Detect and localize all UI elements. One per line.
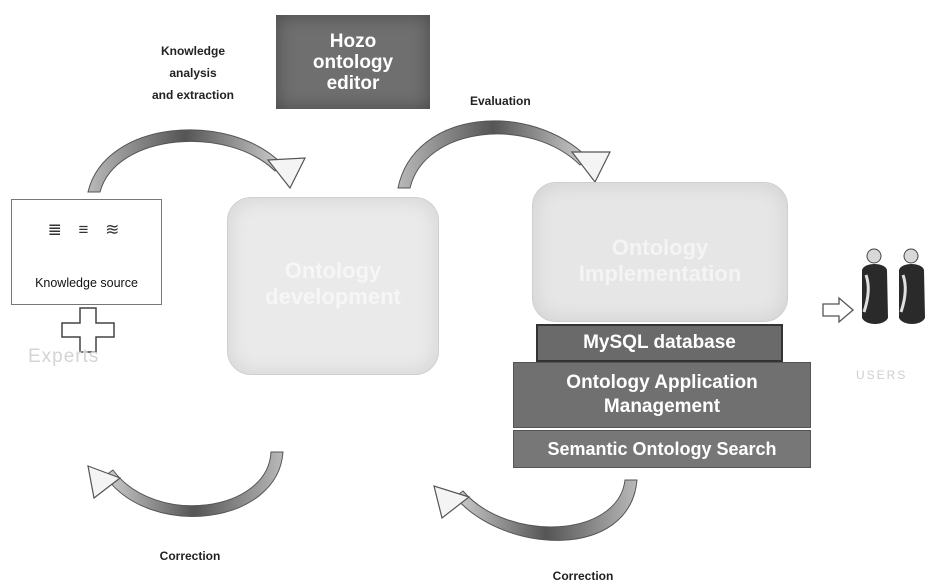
knowledge-line3: and extraction <box>151 88 235 102</box>
knowledge-source-box: ≣ ≡ ≋ Knowledge source <box>11 199 162 305</box>
hozo-line3: editor <box>326 72 380 94</box>
experts-label: Experts <box>28 346 100 367</box>
semantic-ontology-search-box: Semantic Ontology Search <box>513 430 811 468</box>
hozo-editor-box: Hozo ontology editor <box>276 15 430 109</box>
document-icons: ≣ ≡ ≋ <box>47 220 126 239</box>
knowledge-source-label: Knowledge source <box>35 276 138 290</box>
correction-left-arc-arrow <box>87 451 284 517</box>
users-label: USERS <box>856 368 908 382</box>
knowledge-analysis-label: Knowledge analysis and extraction <box>128 40 258 106</box>
hozo-line2: ontology <box>312 51 394 73</box>
correction-left-label: Correction <box>159 549 221 563</box>
evaluation-label: Evaluation <box>470 94 531 108</box>
implementation-line2: Implementation <box>578 261 742 286</box>
plus-icon <box>61 307 115 353</box>
hozo-line1: Hozo <box>329 30 377 52</box>
development-line1: Ontology <box>284 258 382 283</box>
correction-right-arc-arrow <box>433 479 638 541</box>
ontology-development-box: Ontology development <box>227 197 439 375</box>
to-users-arrow <box>822 296 854 324</box>
users-figures <box>862 248 925 324</box>
app-mgmt-line2: Management <box>603 396 721 417</box>
mysql-database-box: MySQL database <box>536 324 783 362</box>
correction-right-label: Correction <box>552 569 614 583</box>
knowledge-arc-arrow <box>87 129 306 193</box>
app-mgmt-line1: Ontology Application <box>566 372 758 393</box>
knowledge-line1: Knowledge <box>160 44 225 58</box>
evaluation-arc-arrow <box>397 120 611 189</box>
ontology-application-management-box: Ontology Application Management <box>513 362 811 428</box>
ontology-implementation-box: Ontology Implementation <box>532 182 788 322</box>
knowledge-line2: analysis <box>169 66 217 80</box>
development-line2: development <box>265 284 401 309</box>
implementation-line1: Ontology <box>611 235 709 260</box>
